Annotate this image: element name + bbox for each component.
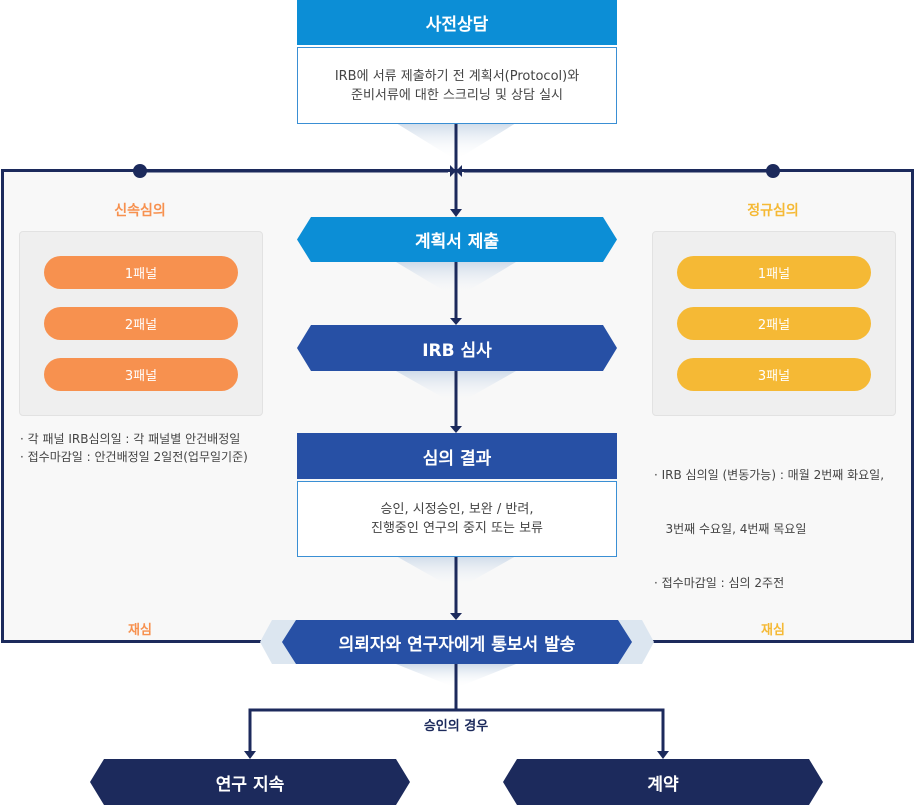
result-header: 심의 결과: [297, 433, 617, 479]
regular-notes: · IRB 심의일 (변동가능) : 매월 2번째 화요일, 3번째 수요일, …: [654, 430, 884, 628]
expedited-panel-box: 1패널 2패널 3패널: [19, 231, 263, 416]
expedited-notes: · 각 패널 IRB심의일 : 각 패널별 안건배정일 · 접수마감일 : 안건…: [20, 430, 248, 466]
regular-panel-1: 1패널: [677, 256, 871, 289]
pre-consult-desc: IRB에 서류 제출하기 전 계획서(Protocol)와 준비서류에 대한 스…: [297, 47, 617, 124]
note-line: · 각 패널 IRB심의일 : 각 패널별 안건배정일: [20, 432, 241, 446]
note-line: · 접수마감일 : 안건배정일 2일전(업무일기준): [20, 450, 248, 464]
desc-line: 승인, 시정승인, 보완 / 반려,: [380, 502, 534, 517]
note-line: 3번째 수요일, 4번째 목요일: [654, 522, 807, 536]
regular-panel-box: 1패널 2패널 3패널: [652, 231, 896, 416]
note-line: · 접수마감일 : 심의 2주전: [654, 576, 785, 590]
submit-step: 계획서 제출: [297, 217, 617, 262]
desc-line: 준비서류에 대한 스크리닝 및 상담 실시: [350, 87, 564, 103]
approval-label: 승인의 경우: [423, 719, 489, 734]
regular-rereview-label: 재심: [761, 623, 785, 638]
regular-panel-2: 2패널: [677, 307, 871, 340]
pre-consult-header: 사전상담: [297, 0, 617, 45]
contract-step: 계약: [503, 759, 823, 805]
desc-line: 진행중인 연구의 중지 또는 보류: [370, 521, 543, 536]
regular-panel-3: 3패널: [677, 358, 871, 391]
continue-research-step: 연구 지속: [90, 759, 410, 805]
result-desc: 승인, 시정승인, 보완 / 반려, 진행중인 연구의 중지 또는 보류: [297, 481, 617, 557]
expedited-panel-2: 2패널: [44, 307, 238, 340]
desc-line: IRB에 서류 제출하기 전 계획서(Protocol)와: [334, 68, 580, 84]
expedited-title: 신속심의: [114, 203, 166, 219]
expedited-rereview-label: 재심: [128, 623, 152, 638]
note-line: · IRB 심의일 (변동가능) : 매월 2번째 화요일,: [654, 468, 885, 482]
expedited-panel-1: 1패널: [44, 256, 238, 289]
regular-title: 정규심의: [747, 203, 799, 219]
notify-step: 의뢰자와 연구자에게 통보서 발송: [282, 620, 632, 664]
expedited-panel-3: 3패널: [44, 358, 238, 391]
irb-review-step: IRB 심사: [297, 325, 617, 371]
